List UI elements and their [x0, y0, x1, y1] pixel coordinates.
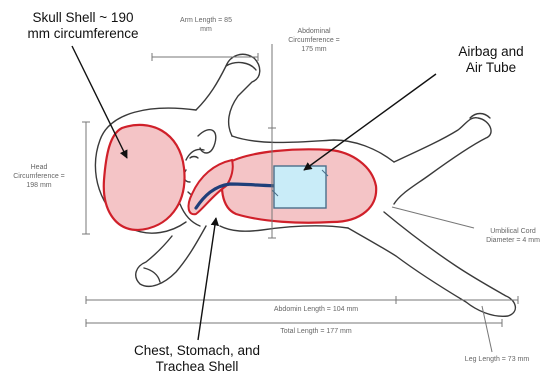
arm-length-line-1: Arm Length = 85 — [166, 17, 246, 26]
abdominal-line-3: 175 mm — [276, 46, 352, 55]
skull-shell — [104, 125, 185, 230]
chest-callout-line-1: Chest, Stomach, and — [122, 343, 272, 359]
abdominal-circumference-label: Abdominal Circumference = 175 mm — [276, 28, 352, 54]
chest-callout-line-2: Trachea Shell — [122, 359, 272, 375]
head-circ-line-3: 198 mm — [4, 182, 74, 191]
skull-callout-line-1: Skull Shell ~ 190 — [18, 10, 148, 26]
umbilical-line-2: Diameter = 4 mm — [476, 237, 550, 246]
head-circumference-label: Head Circumference = 198 mm — [4, 164, 74, 190]
airbag — [274, 166, 326, 208]
arm-length-label: Arm Length = 85 mm — [166, 17, 246, 35]
total-length-label: Total Length = 177 mm — [246, 328, 386, 337]
skull-shell-callout: Skull Shell ~ 190 mm circumference — [18, 10, 148, 42]
chest-stomach-callout: Chest, Stomach, and Trachea Shell — [122, 343, 272, 375]
abdominal-line-1: Abdominal — [276, 28, 352, 37]
umbilical-line-1: Umbilical Cord — [476, 228, 550, 237]
airbag-callout-line-1: Airbag and — [436, 44, 546, 60]
arm-length-line-2: mm — [166, 26, 246, 35]
umbilical-cord-label: Umbilical Cord Diameter = 4 mm — [476, 228, 550, 246]
head-circ-line-1: Head — [4, 164, 74, 173]
abdomin-length-label: Abdomin Length = 104 mm — [246, 306, 386, 315]
airbag-callout: Airbag and Air Tube — [436, 44, 546, 76]
skull-callout-line-2: mm circumference — [18, 26, 148, 42]
head-circ-line-2: Circumference = — [4, 173, 74, 182]
abdominal-line-2: Circumference = — [276, 37, 352, 46]
airbag-callout-line-2: Air Tube — [436, 60, 546, 76]
leg-length-label: Leg Length = 73 mm — [452, 356, 542, 365]
airbag-callout-arrow — [304, 74, 436, 170]
